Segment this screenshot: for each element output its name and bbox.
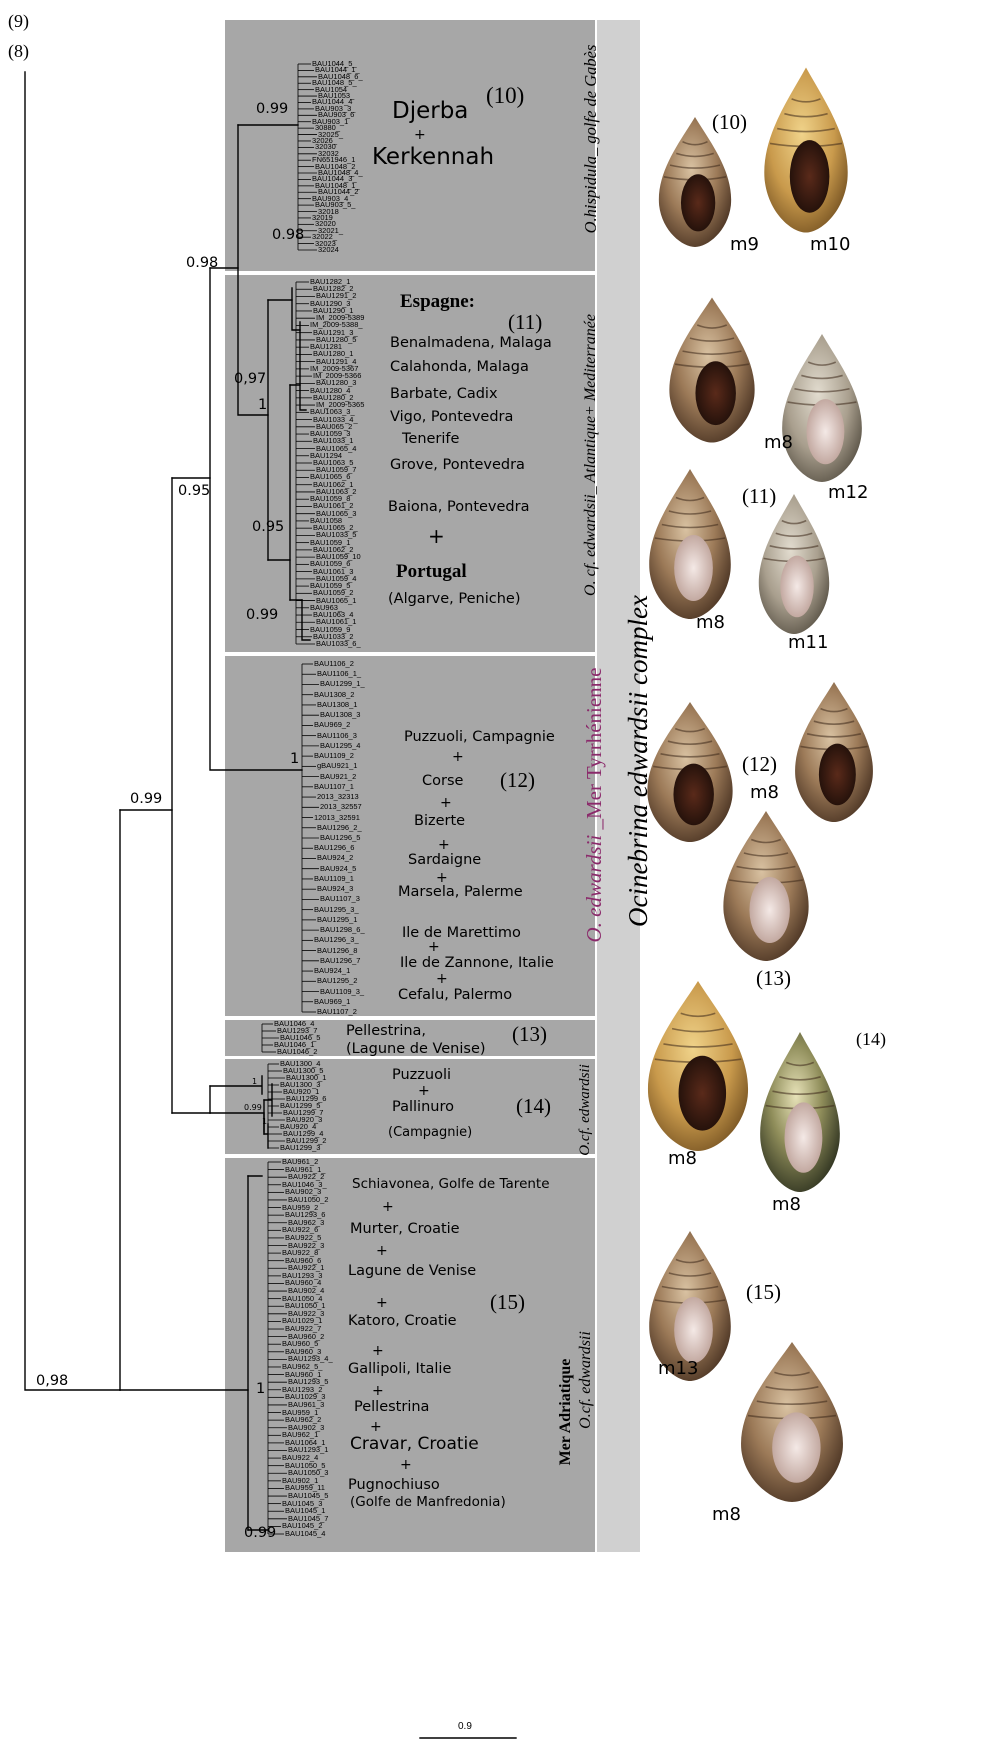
shell-aperture xyxy=(681,174,715,231)
shell-aperture xyxy=(674,535,713,601)
photo-label: (15) xyxy=(746,1282,781,1303)
photo-label: m8 xyxy=(772,1196,801,1214)
photo-label: (10) xyxy=(712,112,747,133)
shell-aperture xyxy=(674,1297,713,1363)
shell-aperture xyxy=(679,1056,727,1131)
shell-m8-b xyxy=(649,469,731,619)
shell-m8-f xyxy=(648,981,748,1151)
shell-aperture xyxy=(807,399,845,464)
photo-label: (11) xyxy=(742,486,776,507)
shell-aperture xyxy=(819,744,856,806)
photo-label: m8 xyxy=(764,434,793,452)
photo-label: m8 xyxy=(712,1506,741,1524)
shell-m8-c xyxy=(647,702,732,842)
shell-m9 xyxy=(659,117,731,247)
shell-m8-h xyxy=(741,1342,843,1502)
photo-label: m10 xyxy=(810,236,850,254)
shell-m11 xyxy=(759,494,829,634)
photo-label: m9 xyxy=(730,236,759,254)
photo-label: (14) xyxy=(856,1030,886,1048)
shell-m8-a xyxy=(669,298,754,443)
shell-aperture xyxy=(780,556,813,618)
shell-aperture xyxy=(790,140,830,213)
shell-aperture xyxy=(695,361,735,425)
photo-label: m11 xyxy=(788,634,828,652)
photo-label: (13) xyxy=(756,968,791,989)
shell-m8-g xyxy=(760,1032,840,1192)
photo-label: m8 xyxy=(696,614,725,632)
shell-m12 xyxy=(782,334,862,482)
photo-label: m13 xyxy=(658,1360,698,1378)
shell-aperture xyxy=(785,1102,823,1172)
photo-label: (12) xyxy=(742,754,777,775)
shell-m8-d xyxy=(795,682,873,822)
shell-aperture xyxy=(673,764,713,826)
photo-label: m8 xyxy=(750,784,779,802)
shell-aperture xyxy=(749,877,789,943)
shell-m8-e xyxy=(723,811,808,961)
shell-aperture xyxy=(772,1412,820,1482)
photo-label: m12 xyxy=(828,484,868,502)
shell-m10 xyxy=(764,68,847,233)
photo-label: m8 xyxy=(668,1150,697,1168)
